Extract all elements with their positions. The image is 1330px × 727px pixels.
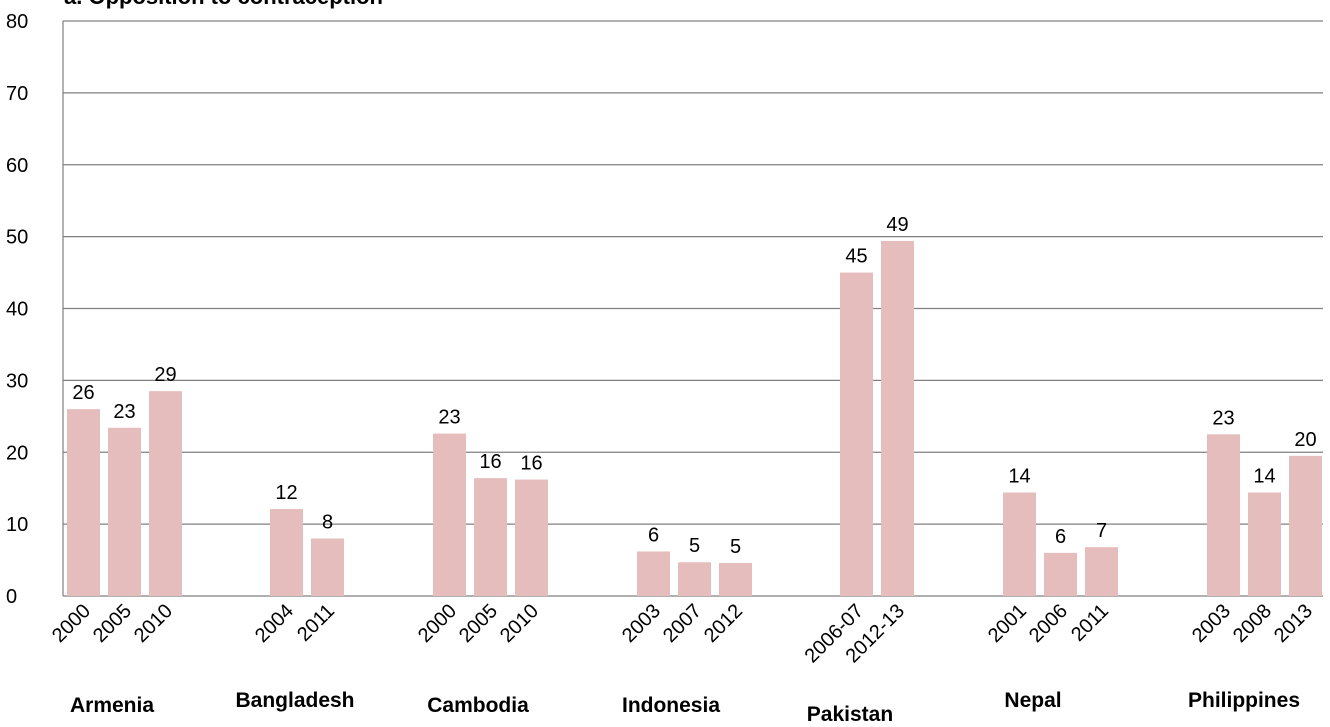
- bar: [515, 479, 548, 596]
- x-tick-label: 2010: [130, 600, 177, 647]
- x-tick-label: 2005: [455, 600, 502, 647]
- data-label: 49: [886, 214, 908, 236]
- group-label: Bangladesh: [235, 689, 354, 712]
- data-label: 5: [689, 535, 700, 557]
- y-tick-label: 10: [6, 514, 28, 536]
- data-label: 14: [1008, 466, 1030, 488]
- data-label: 14: [1253, 466, 1275, 488]
- bar-layer: [67, 240, 1322, 596]
- bar: [1085, 547, 1118, 596]
- bar: [1207, 434, 1240, 596]
- group-label: Indonesia: [622, 694, 720, 717]
- grid-layer: 0 10 20 30 40 50 60 70 80: [6, 11, 1323, 608]
- data-label: 45: [845, 246, 867, 268]
- bar: [1003, 492, 1036, 596]
- x-tick-label: 2010: [496, 600, 543, 647]
- bar: [881, 240, 914, 596]
- group-label: Armenia: [70, 694, 154, 717]
- x-tick-label: 2000: [48, 600, 95, 647]
- x-tick-label: 2013: [1270, 600, 1317, 647]
- data-label: 12: [275, 482, 297, 504]
- bar: [1248, 492, 1281, 596]
- x-tick-label: 2011: [1067, 600, 1113, 646]
- x-tick-label: 2003: [1188, 600, 1235, 647]
- bar: [270, 509, 303, 596]
- y-tick-label: 80: [6, 11, 28, 33]
- bar: [108, 427, 141, 596]
- y-tick-label: 0: [6, 586, 17, 608]
- x-tick-label: 2012: [700, 600, 747, 647]
- data-label: 16: [479, 451, 501, 473]
- x-tick-label: 2003: [618, 600, 665, 647]
- y-tick-label: 30: [6, 370, 28, 392]
- data-label: 16: [520, 453, 542, 475]
- x-tick-label: 2007: [659, 600, 706, 647]
- bar: [474, 478, 507, 596]
- bar: [678, 562, 711, 596]
- bar: [433, 433, 466, 596]
- x-tick-label: 2004: [251, 600, 298, 647]
- y-tick-label: 70: [6, 83, 28, 105]
- bar: [840, 272, 873, 596]
- group-label: Nepal: [1004, 689, 1061, 712]
- bar: [637, 551, 670, 596]
- group-label: Philippines: [1188, 689, 1300, 712]
- data-label: 29: [154, 364, 176, 386]
- x-tick-label: 2011: [293, 600, 339, 646]
- x-tick-label: 2000: [414, 600, 461, 647]
- y-tick-label: 40: [6, 299, 28, 321]
- data-label: 26: [72, 382, 94, 404]
- bar: [67, 409, 100, 596]
- data-label: 5: [730, 536, 741, 558]
- x-tick-label: 2006: [1025, 600, 1072, 647]
- chart-title: a. Opposition to contraception: [64, 0, 383, 9]
- data-label: 23: [1212, 407, 1234, 429]
- x-tick-label: 2005: [89, 600, 136, 647]
- bar: [1044, 552, 1077, 596]
- bar: [311, 538, 344, 596]
- data-label: 23: [438, 407, 460, 429]
- y-tick-label: 50: [6, 227, 28, 249]
- bar: [1289, 455, 1322, 596]
- title-layer: a. Opposition to contraception: [64, 0, 383, 9]
- y-tick-label: 60: [6, 155, 28, 177]
- bar: [149, 391, 182, 596]
- x-tick-label: 2008: [1229, 600, 1276, 647]
- data-label: 8: [322, 512, 333, 534]
- group-label: Pakistan: [807, 703, 893, 726]
- data-label: 7: [1096, 520, 1107, 542]
- group-label: Cambodia: [427, 694, 529, 717]
- data-label: 23: [113, 401, 135, 423]
- data-label: 6: [648, 524, 659, 546]
- y-tick-label: 20: [6, 442, 28, 464]
- data-label: 20: [1294, 429, 1316, 451]
- data-label: 6: [1055, 526, 1066, 548]
- bar: [719, 562, 752, 596]
- x-tick-label: 2001: [984, 600, 1031, 647]
